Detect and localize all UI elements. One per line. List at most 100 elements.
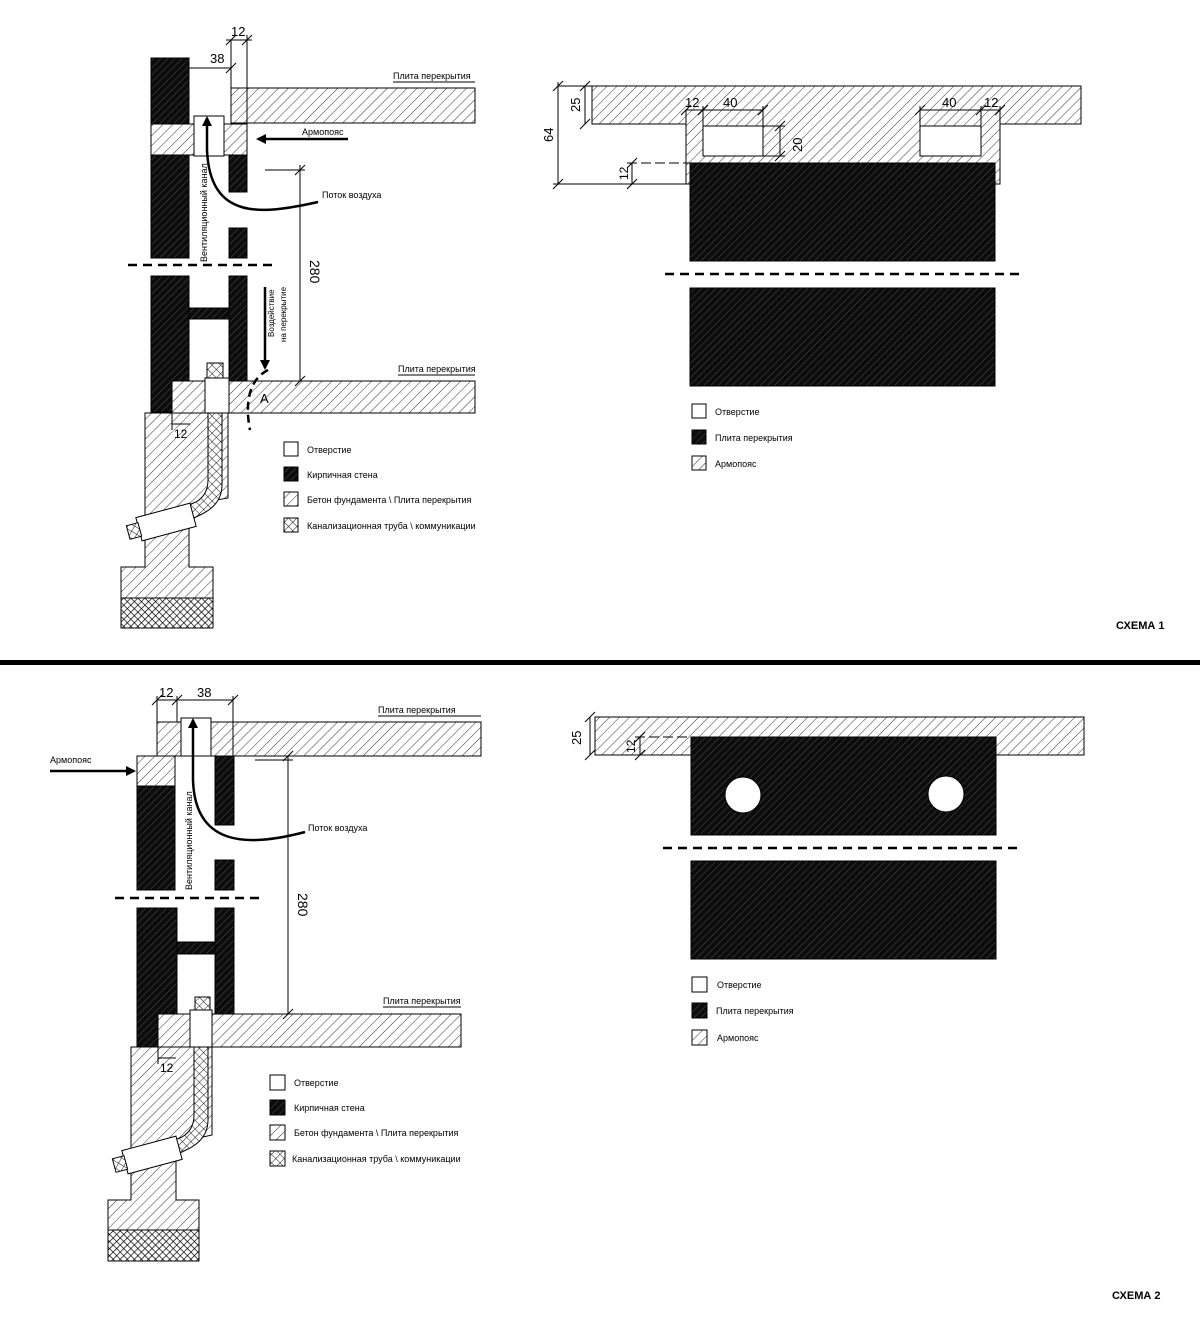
dim-280: 280 (295, 893, 311, 917)
plan-slab-top (689, 162, 996, 262)
detail-marker: А (260, 391, 269, 406)
dim-12-right: 12 (984, 95, 998, 110)
brick-wall-inner-mid (228, 227, 248, 259)
foundation (107, 1046, 213, 1231)
sewer-pipe-end (111, 1155, 129, 1173)
dim-12-top: 12 (231, 24, 245, 39)
channel-hole-top (193, 115, 225, 157)
dim-20: 20 (790, 138, 805, 152)
channel-hole-bottom (204, 377, 230, 414)
pipe-cap (194, 996, 211, 1011)
label-airflow: Поток воздуха (322, 190, 381, 200)
label-slab-top: Плита перекрытия (378, 705, 456, 715)
legend-swatch-concrete (269, 1124, 286, 1141)
dim-12-bottom: 12 (160, 1061, 174, 1075)
cavity-right (919, 125, 982, 157)
brick-wall-lower-bridge (188, 307, 230, 320)
scheme2-plan: 25 12 (569, 711, 1085, 960)
label-armopoyas: Армопояс (50, 755, 92, 765)
foundation (120, 412, 229, 599)
foundation-base (107, 1229, 200, 1262)
dim-25: 25 (568, 98, 583, 112)
legend-swatch-hole (691, 403, 707, 419)
brick-wall-outer (150, 57, 190, 259)
dim-12-left: 12 (685, 95, 699, 110)
dim-12-side: 12 (617, 166, 631, 180)
scheme1-legend-left: Отверстие Кирпичная стена Бетон фундамен… (283, 441, 476, 533)
scheme2-title: СХЕМА 2 (1112, 1290, 1160, 1302)
legend-swatch-slab (691, 429, 707, 445)
plan-slab-bottom (690, 860, 997, 960)
legend-swatch-slab (691, 1002, 708, 1019)
legend-swatch-armopoyas (691, 1029, 708, 1046)
dim-12-bottom: 12 (174, 427, 188, 441)
scheme1-section: 38 12 280 12 Плита перекрытия Плита пере… (120, 24, 476, 629)
brick-wall-lower-right (228, 275, 248, 382)
brick-wall-inner-top (228, 154, 248, 193)
legend-label: Армопояс (715, 459, 757, 469)
scheme1-legend-right: Отверстие Плита перекрытия Армопояс (691, 403, 793, 471)
label-slab-bottom: Плита перекрытия (383, 996, 461, 1006)
dim-38: 38 (197, 685, 211, 700)
legend-label: Кирпичная стена (307, 470, 378, 480)
plan-hole-right (927, 775, 965, 813)
brick-wall-lower-right (214, 907, 235, 1015)
dim-40-right: 40 (942, 95, 956, 110)
brick-wall-outer (136, 785, 176, 891)
cavity-left (702, 125, 764, 157)
arrow-airflow (188, 718, 306, 842)
armopoyas-strip (594, 716, 1085, 756)
slab-top (230, 87, 476, 124)
dim-64: 64 (541, 128, 556, 142)
legend-swatch-pipe (283, 517, 299, 533)
scheme-divider (0, 660, 1200, 665)
armopoyas-belt (136, 755, 176, 787)
arrow-airflow (202, 116, 319, 212)
dim-40-left: 40 (723, 95, 737, 110)
legend-swatch-brick (269, 1099, 286, 1116)
foundation-base (120, 597, 214, 629)
legend-label: Плита перекрытия (715, 433, 793, 443)
legend-label: Армопояс (717, 1033, 759, 1043)
dim-38: 38 (210, 51, 224, 66)
legend-label: Отверстие (294, 1078, 338, 1088)
legend-label: Бетон фундамента \ Плита перекрытия (307, 495, 472, 505)
legend-label: Канализационная труба \ коммуникации (307, 521, 476, 531)
label-slab-bottom: Плита перекрытия (398, 364, 476, 374)
legend-label: Бетон фундамента \ Плита перекрытия (294, 1128, 459, 1138)
scheme2-section: 12 38 280 12 Плита перекрытия Плита пере… (50, 685, 482, 1262)
scheme2-legend-left: Отверстие Кирпичная стена Бетон фундамен… (269, 1074, 461, 1167)
legend-label: Плита перекрытия (716, 1006, 794, 1016)
plan-hole-left (724, 776, 762, 814)
legend-label: Канализационная труба \ коммуникации (292, 1154, 461, 1164)
legend-swatch-hole (691, 976, 708, 993)
legend-label: Отверстие (715, 407, 759, 417)
brick-wall-inner-mid (214, 859, 235, 891)
label-channel: Вентиляционный канал (184, 791, 194, 890)
scheme1-plan: 25 64 12 40 20 12 40 12 (541, 80, 1082, 387)
pipe-cap (206, 362, 224, 379)
dim-12: 12 (624, 739, 638, 753)
brick-wall-inner-top (214, 755, 235, 826)
detail-marker-arc (246, 368, 269, 431)
channel-hole-bottom (189, 1009, 213, 1048)
legend-swatch-pipe (269, 1150, 286, 1167)
label-armopoyas: Армопояс (302, 127, 344, 137)
label-channel: Вентиляционный канал (199, 163, 209, 262)
dim-12-top: 12 (159, 685, 173, 700)
channel-hole-top (180, 717, 212, 757)
dim-280: 280 (307, 260, 323, 284)
legend-label: Отверстие (307, 445, 351, 455)
brick-wall-lower-bridge (176, 941, 216, 955)
label-slab-top: Плита перекрытия (393, 71, 471, 81)
label-airflow: Поток воздуха (308, 823, 367, 833)
label-impact-1: Воздействие (267, 289, 276, 337)
legend-label: Отверстие (717, 980, 761, 990)
scheme1-title: СХЕМА 1 (1116, 620, 1164, 632)
legend-swatch-hole (269, 1074, 286, 1091)
dim-25: 25 (569, 731, 584, 745)
legend-swatch-brick (283, 466, 299, 482)
legend-label: Кирпичная стена (294, 1103, 365, 1113)
legend-swatch-armopoyas (691, 455, 707, 471)
label-impact-2: на перекрытие (279, 286, 288, 342)
